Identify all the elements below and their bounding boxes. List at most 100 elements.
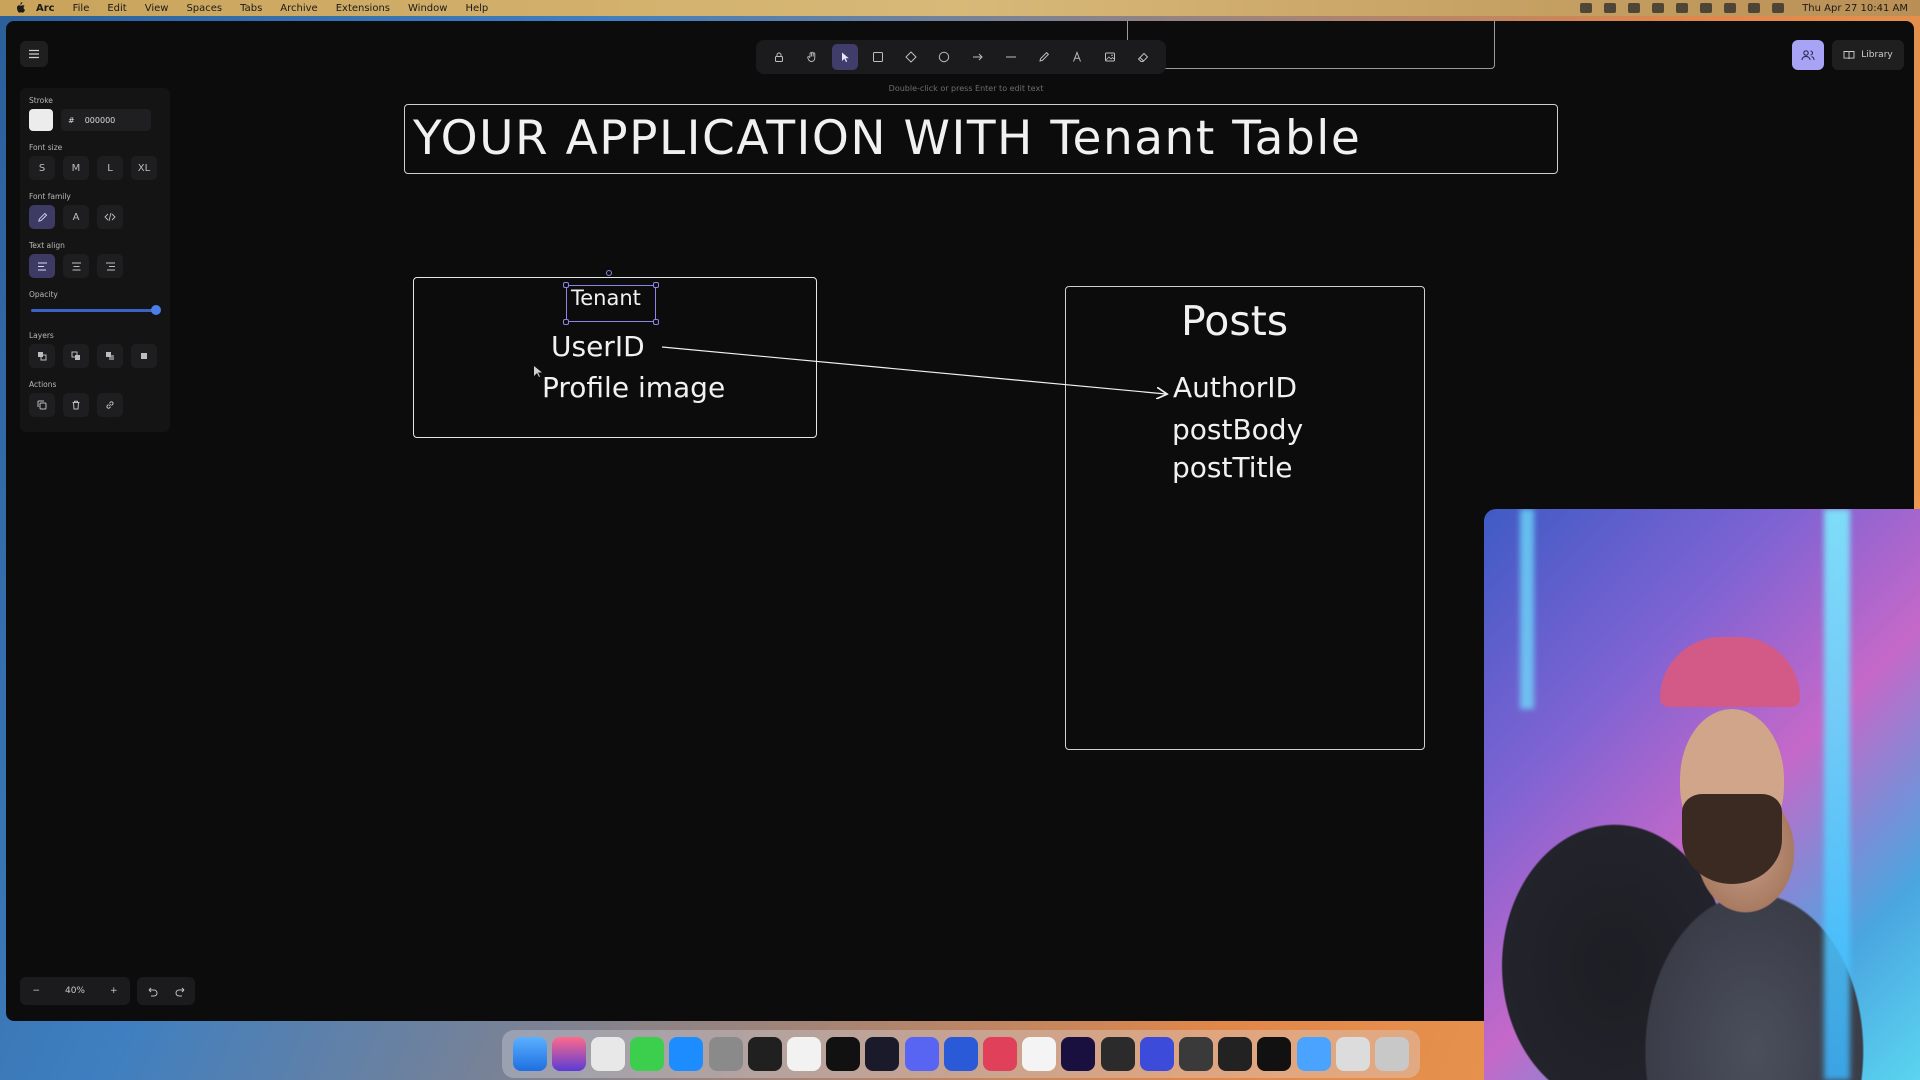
menu-tabs[interactable]: Tabs [240, 2, 263, 14]
menu-archive[interactable]: Archive [280, 2, 318, 14]
font-family-hand[interactable] [29, 205, 55, 229]
resize-handle-sw[interactable] [563, 319, 569, 325]
menu-extensions[interactable]: Extensions [335, 2, 391, 14]
dock-discord-icon[interactable] [904, 1037, 939, 1071]
dock-layers-app-icon[interactable] [747, 1037, 782, 1071]
zoom-in-button[interactable]: + [109, 986, 118, 996]
clipboard-icon[interactable] [1628, 3, 1641, 13]
menu-edit[interactable]: Edit [107, 2, 127, 14]
dock-notes-app-icon[interactable] [865, 1037, 900, 1071]
dock-app-store-icon[interactable] [669, 1037, 704, 1071]
posts-field-posttitle[interactable]: postTitle [1172, 451, 1293, 484]
stroke-hex-input[interactable]: # 000000 [61, 109, 151, 131]
dock-cal-icon[interactable] [1218, 1037, 1253, 1071]
spotlight-search-icon[interactable] [1748, 3, 1761, 13]
menu-app-name[interactable]: Arc [36, 2, 55, 14]
line-tool[interactable] [998, 44, 1024, 70]
dock-messages-icon[interactable] [630, 1037, 665, 1071]
vpn-icon[interactable] [1652, 3, 1665, 13]
dock-slack-icon[interactable] [787, 1037, 822, 1071]
hand-tool[interactable] [799, 44, 825, 70]
bring-forward-button[interactable] [97, 344, 123, 368]
offscreen-shape[interactable] [1127, 21, 1495, 69]
dock-audio-app-icon[interactable] [826, 1037, 861, 1071]
dock-tableplus-icon[interactable] [1296, 1037, 1331, 1071]
chrome-ext-icon[interactable] [1604, 3, 1617, 13]
dropbox-icon[interactable] [1676, 3, 1689, 13]
title-text[interactable]: YOUR APPLICATION WITH Tenant Table [413, 111, 1362, 166]
title-shape[interactable]: YOUR APPLICATION WITH Tenant Table [404, 104, 1558, 174]
diamond-tool[interactable] [898, 44, 924, 70]
dock-creative-cloud-icon[interactable] [983, 1037, 1018, 1071]
font-family-code[interactable] [97, 205, 123, 229]
redo-button[interactable] [175, 982, 187, 1001]
dock-trash-icon[interactable] [1375, 1037, 1410, 1071]
text-tool[interactable] [1064, 44, 1090, 70]
send-to-back-button[interactable] [29, 344, 55, 368]
align-center-button[interactable] [63, 254, 89, 278]
font-size-l[interactable]: L [97, 156, 123, 180]
stroke-color-swatch[interactable] [29, 109, 53, 131]
arrow-tool[interactable] [965, 44, 991, 70]
posts-field-postbody[interactable]: postBody [1172, 413, 1304, 446]
delete-button[interactable] [63, 393, 89, 417]
link-button[interactable] [97, 393, 123, 417]
dock-documents-icon[interactable] [1335, 1037, 1370, 1071]
ellipse-tool[interactable] [931, 44, 957, 70]
opacity-thumb[interactable] [151, 305, 161, 315]
resize-handle-ne[interactable] [653, 282, 659, 288]
rotate-handle[interactable] [606, 270, 612, 276]
drawing-canvas[interactable]: YOUR APPLICATION WITH Tenant Table Tenan… [6, 21, 1914, 1021]
font-size-s[interactable]: S [29, 156, 55, 180]
opacity-slider[interactable] [29, 303, 161, 317]
image-tool[interactable] [1097, 44, 1123, 70]
menu-file[interactable]: File [72, 2, 90, 14]
resize-handle-se[interactable] [653, 319, 659, 325]
dock-obs-icon[interactable] [1061, 1037, 1096, 1071]
draw-tool[interactable] [1031, 44, 1057, 70]
align-left-button[interactable] [29, 254, 55, 278]
dock-editor-icon[interactable] [1100, 1037, 1135, 1071]
screen-record-icon[interactable] [1580, 3, 1593, 13]
lock-tool[interactable] [766, 44, 792, 70]
apple-icon[interactable] [14, 2, 28, 14]
tenant-label[interactable]: Tenant [571, 286, 641, 310]
duplicate-button[interactable] [29, 393, 55, 417]
font-size-m[interactable]: M [63, 156, 89, 180]
dock-calculator-icon[interactable] [1179, 1037, 1214, 1071]
font-family-normal[interactable]: A [63, 205, 89, 229]
zoom-level[interactable]: 40% [64, 986, 85, 996]
align-right-button[interactable] [97, 254, 123, 278]
dock-textedit-icon[interactable] [1022, 1037, 1057, 1071]
menubar-clock[interactable]: Thu Apr 27 10:41 AM [1802, 2, 1908, 14]
dock-1password-icon[interactable] [943, 1037, 978, 1071]
dock-arc-icon[interactable] [551, 1037, 586, 1071]
tenant-field-userid[interactable]: UserID [551, 330, 645, 363]
collaborate-button[interactable] [1792, 40, 1824, 70]
posts-field-authorid[interactable]: AuthorID [1173, 371, 1298, 404]
bring-to-front-button[interactable] [131, 344, 157, 368]
control-center-icon[interactable] [1772, 3, 1785, 13]
dock-launchpad-icon[interactable] [591, 1037, 625, 1071]
rectangle-tool[interactable] [865, 44, 891, 70]
tenant-field-profile-image[interactable]: Profile image [542, 371, 726, 404]
posts-title[interactable]: Posts [1181, 297, 1289, 345]
undo-button[interactable] [146, 982, 158, 1001]
menu-spaces[interactable]: Spaces [186, 2, 223, 14]
zoom-out-button[interactable]: − [32, 986, 41, 996]
dock-settings-icon[interactable] [708, 1037, 743, 1071]
menu-window[interactable]: Window [408, 2, 448, 14]
eraser-tool[interactable] [1130, 44, 1156, 70]
wifi-icon[interactable] [1724, 3, 1737, 13]
font-size-xl[interactable]: XL [131, 156, 157, 180]
selection-box[interactable] [563, 270, 659, 325]
menu-view[interactable]: View [144, 2, 169, 14]
posts-table-shape[interactable] [1065, 286, 1425, 750]
dock-linear-icon[interactable] [1139, 1037, 1174, 1071]
select-tool[interactable] [831, 44, 858, 70]
menu-help[interactable]: Help [465, 2, 489, 14]
resize-handle-nw[interactable] [563, 282, 569, 288]
library-button[interactable]: Library [1832, 40, 1904, 70]
battery-icon[interactable] [1700, 3, 1713, 13]
main-menu-button[interactable] [20, 41, 48, 67]
